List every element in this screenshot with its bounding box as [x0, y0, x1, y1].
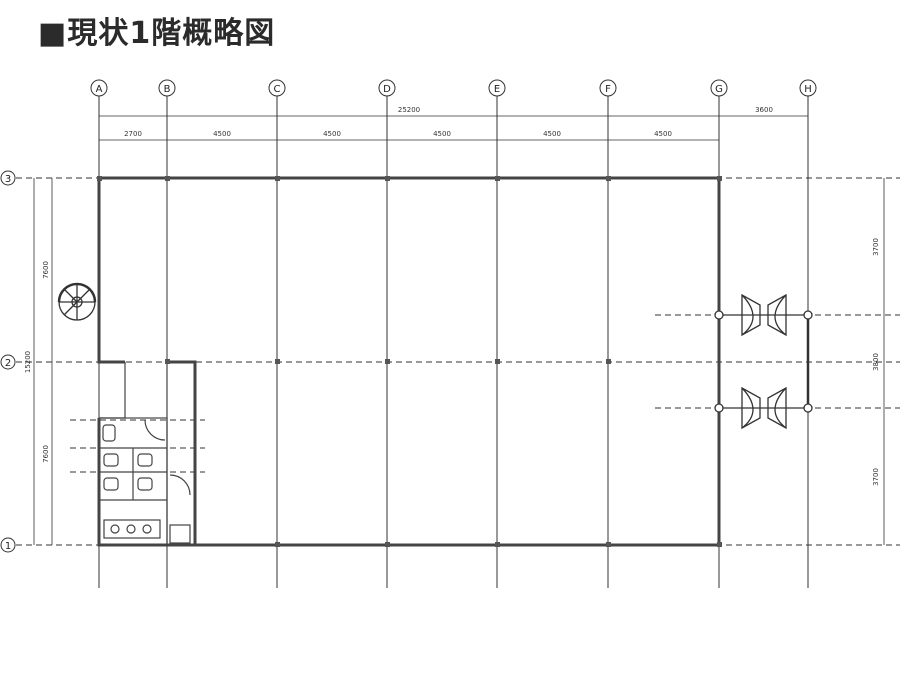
building-walls	[97, 176, 721, 547]
dim-top-6: 4500	[654, 130, 672, 138]
dim-right-1: 3700	[872, 238, 880, 256]
axis-label-2: 2	[5, 358, 11, 369]
door-swing-2	[169, 474, 191, 496]
wall-step	[167, 360, 197, 545]
spiral-stair-icon	[57, 282, 97, 321]
axis-marker-C: C	[268, 79, 286, 97]
column-posts	[97, 176, 722, 547]
column-axis-markers: A B C D E F G H	[90, 79, 817, 97]
dim-top-extra: 3600	[755, 106, 773, 114]
dim-top-5: 4500	[543, 130, 561, 138]
dim-left-2: 7600	[42, 445, 50, 463]
loading-bays	[714, 293, 813, 430]
page-title: ■現状1階概略図	[38, 16, 276, 51]
row-axis-markers: 3 2 1	[0, 170, 16, 553]
core-area	[98, 362, 191, 546]
door-symbol-upper	[741, 293, 787, 337]
axis-marker-A: A	[90, 79, 108, 97]
axis-marker-1: 1	[0, 537, 16, 553]
axis-marker-E: E	[488, 79, 506, 97]
dim-left-1: 7600	[42, 261, 50, 279]
dim-left-total: 15200	[24, 351, 32, 373]
dim-right-3: 3700	[872, 468, 880, 486]
axis-label-E: E	[494, 84, 500, 95]
wall-left-upper	[97, 178, 125, 364]
axis-label-C: C	[274, 84, 281, 95]
right-dimensions: 3700 3800 3700	[872, 178, 885, 545]
axis-label-A: A	[96, 84, 103, 95]
toilet-fixture-3	[137, 453, 153, 467]
axis-marker-2: 2	[0, 354, 16, 370]
axis-marker-G: G	[710, 79, 728, 97]
axis-label-3: 3	[5, 174, 11, 185]
axis-marker-F: F	[599, 79, 617, 97]
toilet-fixture-2	[103, 453, 119, 467]
axis-marker-D: D	[378, 79, 396, 97]
axis-marker-H: H	[799, 79, 817, 97]
dim-top-1: 2700	[124, 130, 142, 138]
left-dimensions: 15200 7600 7600	[24, 178, 53, 545]
axis-marker-3: 3	[0, 170, 16, 186]
door-swing-1	[144, 419, 166, 441]
axis-label-F: F	[605, 84, 611, 95]
axis-label-G: G	[715, 84, 723, 95]
dim-top-4: 4500	[433, 130, 451, 138]
dim-top-2: 4500	[213, 130, 231, 138]
dim-top-3: 4500	[323, 130, 341, 138]
vertical-grid-lines	[98, 96, 809, 588]
dim-right-2: 3800	[872, 353, 880, 371]
toilet-fixture-5	[137, 477, 153, 491]
axis-marker-B: B	[158, 79, 176, 97]
toilet-fixture-1	[102, 424, 116, 442]
toilet-fixture-4	[103, 477, 119, 491]
sink-counter	[103, 519, 161, 539]
dim-top-total: 25200	[398, 106, 420, 114]
axis-label-B: B	[164, 84, 171, 95]
utility-box	[169, 524, 191, 544]
door-symbol-lower	[741, 386, 787, 430]
stair-corridor	[99, 362, 126, 419]
toilet-block	[98, 417, 168, 546]
top-dimensions: 25200 3600 2700 4500 4500 4500 4500 4500	[99, 106, 808, 141]
axis-label-1: 1	[5, 541, 11, 552]
axis-label-H: H	[804, 84, 812, 95]
axis-label-D: D	[383, 84, 391, 95]
